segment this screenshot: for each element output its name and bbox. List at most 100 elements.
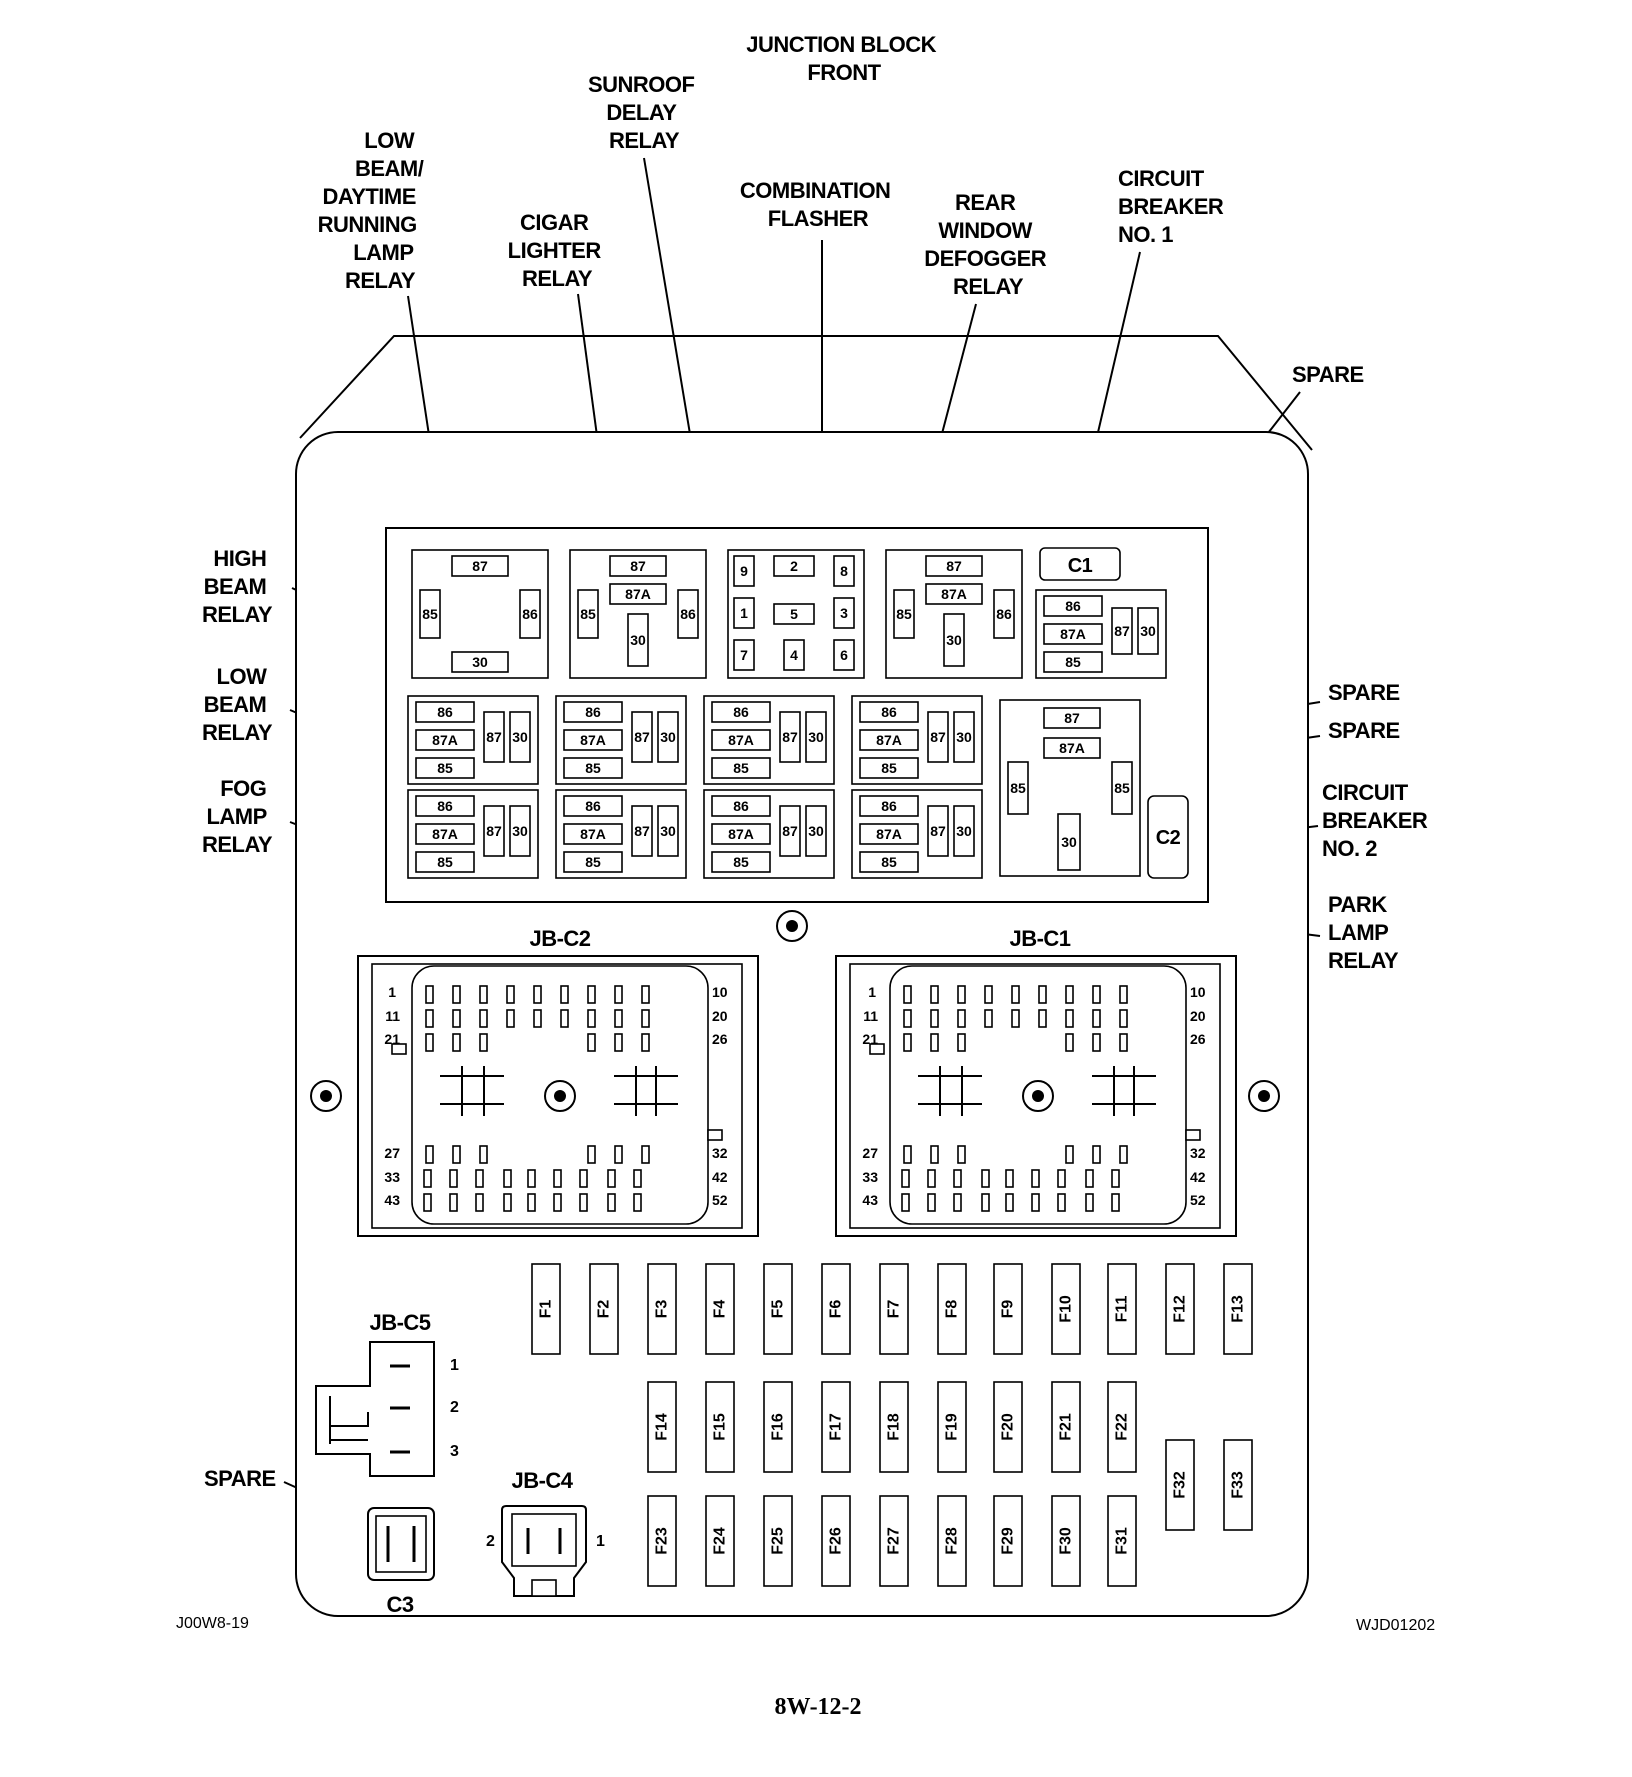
page-number: 8W-12-2 [774, 1694, 861, 1720]
svg-text:87: 87 [1114, 623, 1130, 639]
connector-pin-slot [1057, 1169, 1066, 1188]
svg-text:87A: 87A [876, 732, 902, 748]
fuse-f14[interactable]: F14 [647, 1381, 677, 1473]
svg-text:87: 87 [486, 729, 502, 745]
connector-pin-slot [423, 1169, 432, 1188]
svg-text:30: 30 [472, 654, 488, 670]
connector-pin-slot [641, 985, 650, 1004]
relay-rear-window-defogger[interactable]: 87 87A 85 86 30 [885, 549, 1023, 679]
svg-text:87: 87 [782, 823, 798, 839]
fuse-f29[interactable]: F29 [993, 1495, 1023, 1587]
fuse-f21[interactable]: F21 [1051, 1381, 1081, 1473]
relay-low-beam-drl[interactable]: 87 85 86 30 [411, 549, 549, 679]
relay-fog-lamp[interactable]: 86 87A 85 87 30 [407, 789, 539, 879]
fuse-f6[interactable]: F6 [821, 1263, 851, 1355]
svg-text:1: 1 [596, 1533, 605, 1550]
connector-pin-slot [553, 1169, 562, 1188]
circuit-breaker-1[interactable]: C1 [1039, 547, 1121, 581]
fuse-label: F5 [770, 1300, 787, 1319]
relay-row3-4[interactable]: 86 87A 85 87 30 [851, 789, 983, 879]
svg-text:4: 4 [790, 647, 798, 663]
svg-text:2: 2 [486, 1533, 495, 1550]
fuse-f4[interactable]: F4 [705, 1263, 735, 1355]
fuse-f33[interactable]: F33 [1223, 1439, 1253, 1531]
fuse-f3[interactable]: F3 [647, 1263, 677, 1355]
svg-text:30: 30 [512, 823, 528, 839]
fuse-label: F11 [1114, 1296, 1131, 1323]
svg-text:86: 86 [996, 606, 1012, 622]
fuse-f20[interactable]: F20 [993, 1381, 1023, 1473]
connector-pin-slot [1119, 1145, 1128, 1164]
fuse-f16[interactable]: F16 [763, 1381, 793, 1473]
connector-pin-slot [957, 1009, 966, 1028]
fuse-f28[interactable]: F28 [937, 1495, 967, 1587]
fuse-label: F2 [596, 1300, 613, 1319]
svg-text:87A: 87A [728, 826, 754, 842]
svg-text:2: 2 [790, 558, 798, 574]
combination-flasher[interactable]: 9 2 8 1 5 3 7 4 6 [727, 549, 865, 679]
connector-jb-c2[interactable]: JB-C2 1 11 21 27 33 43 10 20 26 32 42 52 [357, 926, 759, 1237]
callout-high-beam-relay: HIGH BEAM RELAY [202, 546, 273, 627]
fuse-f31[interactable]: F31 [1107, 1495, 1137, 1587]
fuse-f25[interactable]: F25 [763, 1495, 793, 1587]
connector-jb-c4[interactable]: JB-C4 2 1 [486, 1468, 605, 1597]
fuse-f22[interactable]: F22 [1107, 1381, 1137, 1473]
fuse-f2[interactable]: F2 [589, 1263, 619, 1355]
connector-pin-slot [452, 1033, 461, 1052]
fuse-f5[interactable]: F5 [763, 1263, 793, 1355]
relay-low-beam[interactable]: 86 87A 85 87 30 [407, 695, 539, 785]
fuse-f30[interactable]: F30 [1051, 1495, 1081, 1587]
connector-pin-slot [452, 1145, 461, 1164]
fuse-f7[interactable]: F7 [879, 1263, 909, 1355]
fuse-f13[interactable]: F13 [1223, 1263, 1253, 1355]
fuse-f27[interactable]: F27 [879, 1495, 909, 1587]
fuse-f10[interactable]: F10 [1051, 1263, 1081, 1355]
fuse-f15[interactable]: F15 [705, 1381, 735, 1473]
fuse-f24[interactable]: F24 [705, 1495, 735, 1587]
connector-pin-slot [479, 1145, 488, 1164]
relay-spare-top[interactable]: 86 87A 85 87 30 [1035, 589, 1167, 679]
fuse-f23[interactable]: F23 [647, 1495, 677, 1587]
fuse-f12[interactable]: F12 [1165, 1263, 1195, 1355]
fuse-f8[interactable]: F8 [937, 1263, 967, 1355]
fuse-f19[interactable]: F19 [937, 1381, 967, 1473]
callout-low-beam-relay: LOW BEAM RELAY [202, 664, 273, 745]
relay-row3-2[interactable]: 86 87A 85 87 30 [555, 789, 687, 879]
svg-text:30: 30 [512, 729, 528, 745]
fuse-f26[interactable]: F26 [821, 1495, 851, 1587]
fuse-f18[interactable]: F18 [879, 1381, 909, 1473]
connector-c3[interactable]: C3 [367, 1507, 435, 1617]
relay-high-beam[interactable]: 86 87A 85 87 30 [555, 695, 687, 785]
svg-text:87A: 87A [728, 732, 754, 748]
relay-sunroof-delay[interactable]: 86 87A 85 87 30 [703, 695, 835, 785]
fuse-f17[interactable]: F17 [821, 1381, 851, 1473]
mounting-hole-icon [776, 910, 808, 942]
svg-text:43: 43 [384, 1192, 400, 1208]
svg-text:20: 20 [712, 1008, 728, 1024]
fuse-f32[interactable]: F32 [1165, 1439, 1195, 1531]
svg-text:30: 30 [1140, 623, 1156, 639]
connector-pin-slot [901, 1193, 910, 1212]
svg-text:30: 30 [630, 632, 646, 648]
svg-text:6: 6 [840, 647, 848, 663]
relay-spare-mid-1[interactable]: 86 87A 85 87 30 [851, 695, 983, 785]
connector-pin-slot [587, 1033, 596, 1052]
fuse-label: F31 [1114, 1527, 1131, 1555]
callout-spare-top: SPARE [1292, 362, 1364, 387]
relay-cigar-lighter[interactable]: 87 87A 85 86 30 [569, 549, 707, 679]
svg-text:87A: 87A [1059, 740, 1085, 756]
connector-jb-c1[interactable]: JB-C1 1 11 21 27 33 43 10 20 26 32 42 52 [835, 926, 1237, 1237]
connector-pin-slot [641, 1145, 650, 1164]
circuit-breaker-2[interactable]: C2 [1147, 795, 1189, 879]
relay-park-lamp[interactable]: 86 87A 85 87 30 [703, 789, 835, 879]
connector-pin-slot [503, 1193, 512, 1212]
svg-text:86: 86 [437, 704, 453, 720]
relay-spare-mid-2[interactable]: 87 87A 85 85 30 [999, 699, 1141, 877]
fuse-f11[interactable]: F11 [1107, 1263, 1137, 1355]
fuse-f9[interactable]: F9 [993, 1263, 1023, 1355]
svg-text:86: 86 [881, 798, 897, 814]
connector-pin-slot [1119, 985, 1128, 1004]
connector-jb-c5[interactable]: JB-C5 1 2 3 [315, 1310, 459, 1477]
fuse-f1[interactable]: F1 [531, 1263, 561, 1355]
svg-text:30: 30 [808, 823, 824, 839]
